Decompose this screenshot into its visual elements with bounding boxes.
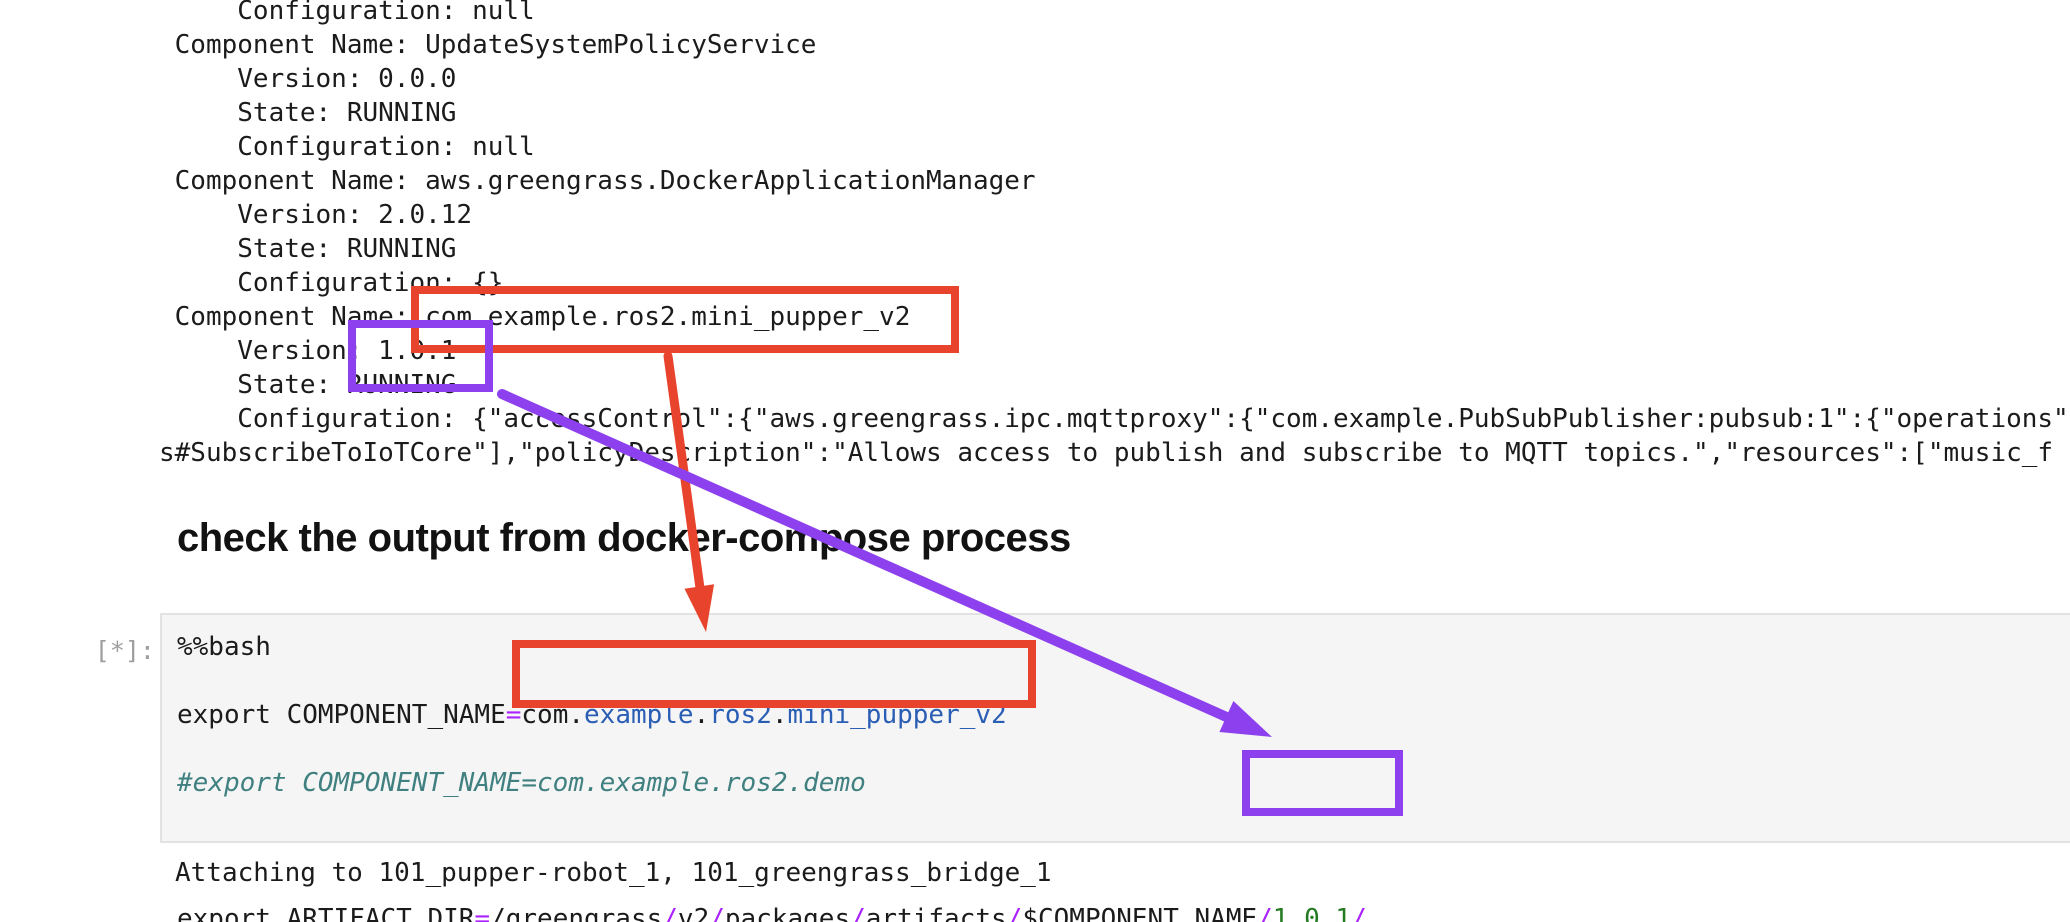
annotation-red-box-component-output xyxy=(411,286,959,353)
code-line: export ARTIFACT_DIR=/greengrass/v2/packa… xyxy=(177,904,1367,922)
annotation-red-box-component-code xyxy=(512,640,1036,708)
execution-output-bottom: Attaching to 101_pupper-robot_1, 101_gre… xyxy=(175,856,1052,922)
annotation-purple-box-version-code xyxy=(1242,750,1403,816)
markdown-heading: check the output from docker-compose pro… xyxy=(177,516,1071,560)
execution-output-top: Configuration: null Component Name: Upda… xyxy=(159,0,2069,468)
code-line: #export COMPONENT_NAME=com.example.ros2.… xyxy=(177,768,866,798)
cell-execution-prompt: [*]: xyxy=(94,636,155,665)
code-line: %%bash xyxy=(177,632,271,662)
annotation-purple-box-version-output xyxy=(348,320,493,392)
docker-attach-line: Attaching to 101_pupper-robot_1, 101_gre… xyxy=(175,858,1052,888)
